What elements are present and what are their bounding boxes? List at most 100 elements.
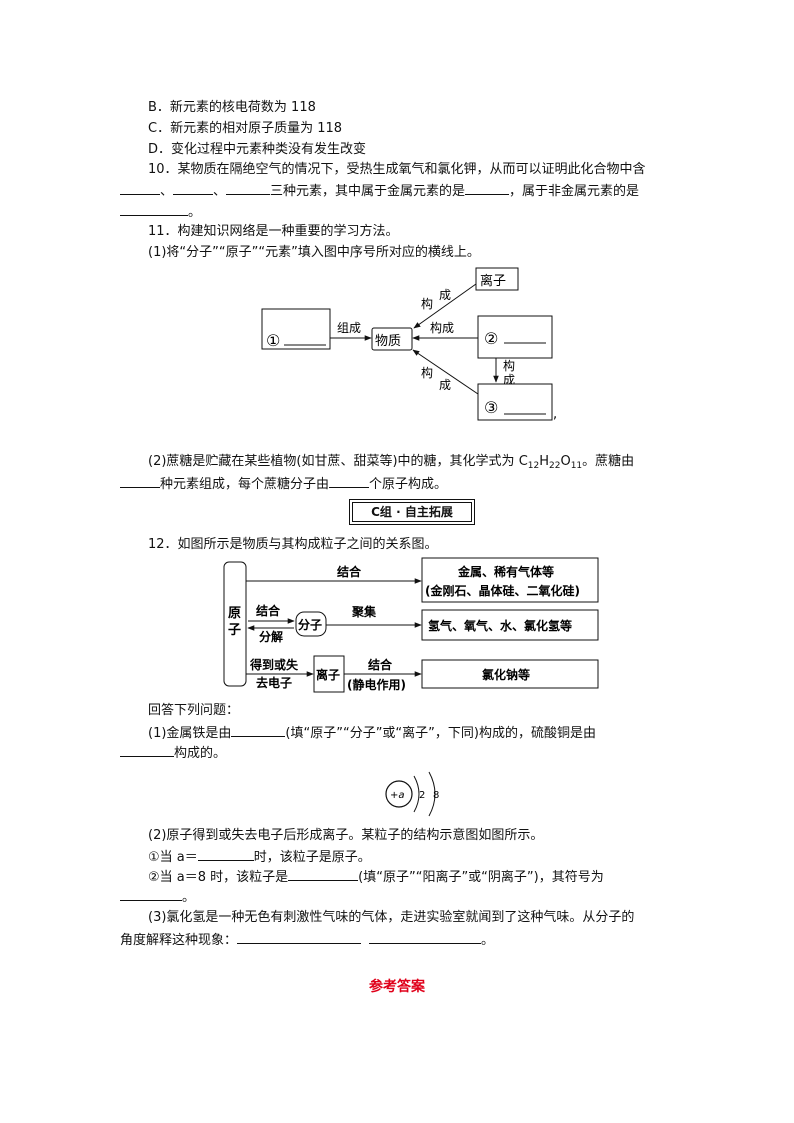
q11-ion-arrow xyxy=(413,283,477,329)
q12-p1-line: (1)金属铁是由 (填“原子”“分子”或“离子”，下同)构成的，硫酸铜是由 xyxy=(148,722,596,744)
q12-p2ii-text: (填“原子”“阳离子”或“阴离子”)，其符号为 xyxy=(358,870,604,885)
formula-sub: 22 xyxy=(549,461,561,471)
q11-ion-cheng: 成 xyxy=(439,288,451,302)
q10-text: ，属于非金属元素的是 xyxy=(509,184,640,199)
q9-option-b: B．新元素的核电荷数为 118 xyxy=(148,100,316,115)
q10-sep: 、 xyxy=(160,184,174,199)
section-header: C组 · 自主拓展 xyxy=(352,502,472,522)
q12-box2-label: 氢气、氧气、水、氯化氢等 xyxy=(428,618,572,633)
q12-p1-text: (填“原子”“分子”或“离子”，下同)构成的，硫酸铜是由 xyxy=(285,726,596,741)
q12-p2i: ①当 a＝ 时，该粒子是原子。 xyxy=(148,846,371,868)
q10-sep: 、 xyxy=(213,184,227,199)
q11-ion-box xyxy=(475,267,519,291)
q11-part2-text: 个原子构成。 xyxy=(369,477,448,492)
nucleus-circle xyxy=(385,780,413,808)
q12-blank-symbol[interactable] xyxy=(120,886,182,901)
q11-ion-label: 离子 xyxy=(480,273,506,289)
q11-part2-text: 。蔗糖由 xyxy=(582,454,635,469)
q12-row1-combine: 结合 xyxy=(337,564,362,579)
q12-row2-decompose: 分解 xyxy=(259,629,283,644)
q12-p2ii-text: ②当 a＝8 时，该粒子是 xyxy=(148,870,289,885)
q9-option-c: C．新元素的相对原子质量为 118 xyxy=(148,121,343,136)
q11-part2-text: (2)蔗糖是贮藏在某些植物(如甘蔗、甜菜等)中的糖，其化学式为 C xyxy=(148,454,528,469)
q12-title: 12．如图所示是物质与其构成粒子之间的关系图。 xyxy=(148,537,438,552)
shell-2-electrons: 8 xyxy=(433,790,439,801)
q12-ion-label: 离子 xyxy=(316,667,340,682)
q12-box3-label: 氯化钠等 xyxy=(482,667,530,682)
q11-title: 11．构建知识网络是一种重要的学习方法。 xyxy=(148,224,399,239)
q12-answer-intro: 回答下列问题： xyxy=(148,703,240,718)
q12-atom-char1: 原 xyxy=(228,606,241,621)
q10-last-line: 。 xyxy=(120,201,201,223)
q10-blank-1[interactable] xyxy=(120,180,160,195)
q10-blank-nonmetal[interactable] xyxy=(120,201,188,216)
q9-option-d: D．变化过程中元素种类没有发生改变 xyxy=(148,142,367,157)
q11-substance-box xyxy=(371,327,413,351)
q12-box3 xyxy=(421,659,599,689)
shell-2 xyxy=(428,771,436,817)
q11-part2-line2: 种元素组成，每个蔗糖分子由 个原子构成。 xyxy=(120,473,447,495)
q12-p2: (2)原子得到或失去电子后形成离子。某粒子的结构示意图如图所示。 xyxy=(148,828,544,843)
q12-blank-particle[interactable] xyxy=(288,866,359,881)
q11-box-2 xyxy=(477,315,553,359)
q12-blank-explain-2[interactable] xyxy=(369,929,482,944)
q12-p2ii-line2: 。 xyxy=(120,886,195,908)
q12-p3-text: 。 xyxy=(481,933,495,948)
q12-box2 xyxy=(421,609,599,641)
q11-box3-cheng: 成 xyxy=(439,378,451,392)
q12-p2ii-text: 。 xyxy=(182,890,196,905)
q12-p2i-text: ①当 a＝ xyxy=(148,850,198,865)
q12-blank-cuso4[interactable] xyxy=(120,742,174,757)
q11-part2-line: (2)蔗糖是贮藏在某些植物(如甘蔗、甜菜等)中的糖，其化学式为 C12H22O1… xyxy=(148,452,634,476)
q12-p3-text: 角度解释这种现象： xyxy=(120,933,238,948)
q12-molecule-label: 分子 xyxy=(298,617,322,632)
q12-gainlose-1: 得到或失 xyxy=(249,657,299,672)
q11-part2-text: 种元素组成，每个蔗糖分子由 xyxy=(160,477,330,492)
q12-box1-line1: 金属、稀有气体等 xyxy=(457,564,554,579)
q12-gather-label: 聚集 xyxy=(351,604,377,619)
q12-p3-line2: 角度解释这种现象： 。 xyxy=(120,929,494,951)
q11-blank-atoms[interactable] xyxy=(329,473,370,488)
q12-atom-char2: 子 xyxy=(228,623,241,638)
q12-box1-line2: (金刚石、晶体硅、二氧化硅) xyxy=(425,583,580,598)
q12-p1-text: 构成的。 xyxy=(174,746,227,761)
shell-1-electrons: 2 xyxy=(419,790,425,801)
q12-electro-label: (静电作用) xyxy=(347,677,406,692)
q11-label-2: ② xyxy=(484,329,498,348)
q12-row2-combine: 结合 xyxy=(256,603,281,618)
q11-label-1: ① xyxy=(266,331,280,350)
q12-blank-a[interactable] xyxy=(197,846,254,861)
formula-sub: 12 xyxy=(527,461,540,471)
q11-compose-label: 组成 xyxy=(337,321,361,335)
q10-blank-metal[interactable] xyxy=(465,180,510,195)
q11-part1: (1)将“分子”“原子”“元素”填入图中序号所对应的横线上。 xyxy=(148,245,480,260)
q12-p1-text: (1)金属铁是由 xyxy=(148,726,232,741)
q12-blank-explain-1[interactable] xyxy=(237,929,362,944)
q12-structure-diagram: +a 2 8 xyxy=(385,771,439,817)
q11-comma: , xyxy=(553,407,557,422)
q10-blanks-line: 、 、 三种元素，其中属于金属元素的是 ，属于非金属元素的是 xyxy=(120,180,639,202)
formula-o: O xyxy=(560,454,571,469)
formula-h: H xyxy=(539,454,550,469)
formula-sub: 11 xyxy=(570,461,583,471)
q12-p3: (3)氯化氢是一种无色有刺激性气味的气体，走进实验室就闻到了这种气味。从分子的 xyxy=(148,910,635,925)
q12-gainlose-2: 去电子 xyxy=(256,675,292,690)
q10-blank-3[interactable] xyxy=(226,180,271,195)
q11-box3-gou: 构 xyxy=(421,365,433,380)
q11-ion-gou: 构 xyxy=(421,296,433,311)
q12-p2ii: ②当 a＝8 时，该粒子是 (填“原子”“阳离子”或“阴离子”)，其符号为 xyxy=(148,866,604,888)
shell-1 xyxy=(413,775,420,813)
q11-substance-label: 物质 xyxy=(375,334,401,349)
nucleus-charge: +a xyxy=(390,790,405,801)
q11-label-3: ③ xyxy=(484,398,498,417)
q12-p2i-text: 时，该粒子是原子。 xyxy=(253,850,371,865)
q12-blank-iron[interactable] xyxy=(231,722,286,737)
q11-down-gou: 构 xyxy=(503,358,515,373)
q11-blank-elements[interactable] xyxy=(120,473,160,488)
q10-blank-2[interactable] xyxy=(173,180,214,195)
q12-diagram: 原 子 结合 金属、稀有气体等 (金刚石、晶体硅、二氧化硅) 结合 分解 分子 … xyxy=(223,557,599,693)
q10-text: 三种元素，其中属于金属元素的是 xyxy=(270,184,466,199)
q12-molecule-box xyxy=(295,611,327,637)
q12-p1-line2: 构成的。 xyxy=(120,742,226,764)
q12-ion-box xyxy=(313,655,345,693)
